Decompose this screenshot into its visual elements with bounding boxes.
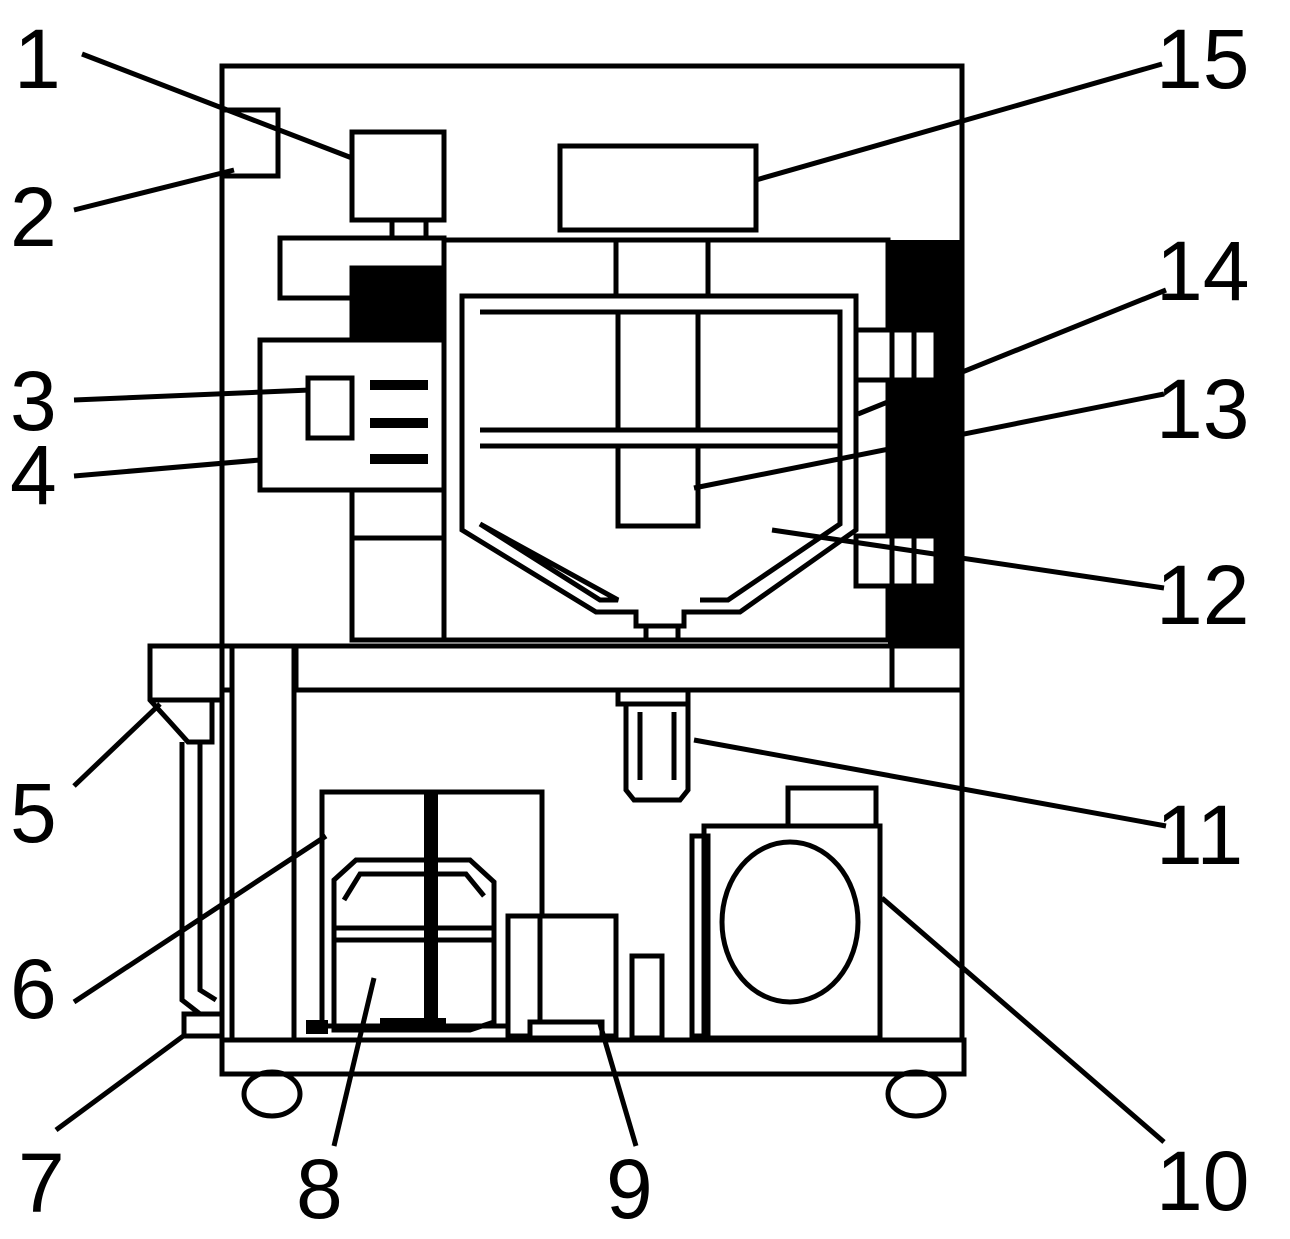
part-13-stirrer-upper bbox=[615, 309, 701, 433]
label-10: 10 bbox=[1156, 1134, 1249, 1228]
part-6-center-bar bbox=[424, 792, 438, 1026]
label-7: 7 bbox=[18, 1136, 65, 1230]
label-2: 2 bbox=[10, 170, 57, 264]
part-12-tank-inner bbox=[478, 309, 843, 603]
label-4: 4 bbox=[10, 428, 57, 522]
control-line-1 bbox=[370, 380, 428, 390]
leader-14 bbox=[857, 287, 1167, 417]
label-5: 5 bbox=[10, 766, 57, 860]
label-11: 11 bbox=[1156, 788, 1243, 882]
part-1-shaft bbox=[389, 217, 429, 241]
label-9: 9 bbox=[606, 1142, 653, 1234]
leader-11 bbox=[693, 737, 1167, 829]
label-12: 12 bbox=[1156, 548, 1249, 642]
small-upright bbox=[629, 953, 665, 1041]
part-1-motor bbox=[349, 129, 447, 223]
leader-8 bbox=[331, 977, 377, 1147]
tank-outlet bbox=[643, 623, 681, 643]
part-10-housing bbox=[701, 823, 883, 1041]
wheel-left bbox=[241, 1069, 303, 1119]
part-10-top-cap bbox=[785, 785, 879, 829]
leader-15 bbox=[755, 61, 1163, 183]
part-14-bracket-upper bbox=[853, 327, 939, 383]
leader-9 bbox=[597, 1023, 639, 1147]
bottom-pad-mid bbox=[380, 1018, 446, 1032]
valve-box bbox=[505, 913, 619, 1039]
leader-4 bbox=[73, 457, 261, 479]
wheel-right bbox=[885, 1069, 947, 1119]
part-5-pipe bbox=[179, 742, 218, 1017]
base-plate bbox=[219, 1037, 967, 1077]
leader-5 bbox=[72, 702, 162, 788]
left-post bbox=[229, 643, 297, 1043]
leader-2 bbox=[73, 167, 235, 213]
label-1: 1 bbox=[14, 12, 61, 106]
leader-10 bbox=[880, 896, 1166, 1144]
middle-shelf-inner bbox=[293, 643, 895, 693]
part-7-fitting bbox=[181, 1011, 225, 1039]
label-15: 15 bbox=[1156, 12, 1249, 106]
leader-7 bbox=[54, 1031, 188, 1133]
bottom-pad-left bbox=[306, 1020, 328, 1034]
label-14: 14 bbox=[1156, 224, 1249, 318]
part-11-motor-body bbox=[623, 701, 691, 803]
part-10-inner bbox=[689, 833, 711, 1039]
leader-3 bbox=[73, 387, 311, 403]
left-black-block bbox=[352, 268, 444, 338]
leader-12 bbox=[771, 527, 1165, 591]
leader-13 bbox=[693, 391, 1165, 491]
part-13-stirrer-lower bbox=[615, 443, 701, 529]
control-line-3 bbox=[370, 454, 428, 464]
part-8-tank bbox=[331, 857, 497, 1033]
part-9-pad bbox=[527, 1019, 605, 1041]
part-8-tank-inner bbox=[341, 871, 486, 902]
label-3: 3 bbox=[10, 354, 57, 448]
label-6: 6 bbox=[10, 942, 57, 1036]
label-8: 8 bbox=[296, 1142, 343, 1234]
part-5-funnel bbox=[147, 643, 225, 745]
part-15-shaft bbox=[613, 237, 711, 299]
part-3-indicator bbox=[305, 375, 355, 441]
label-13: 13 bbox=[1156, 362, 1249, 456]
part-10-fan bbox=[719, 839, 861, 1005]
leader-1 bbox=[81, 51, 353, 161]
control-line-2 bbox=[370, 418, 428, 428]
part-15-box bbox=[557, 143, 759, 233]
leader-6 bbox=[72, 833, 328, 1005]
